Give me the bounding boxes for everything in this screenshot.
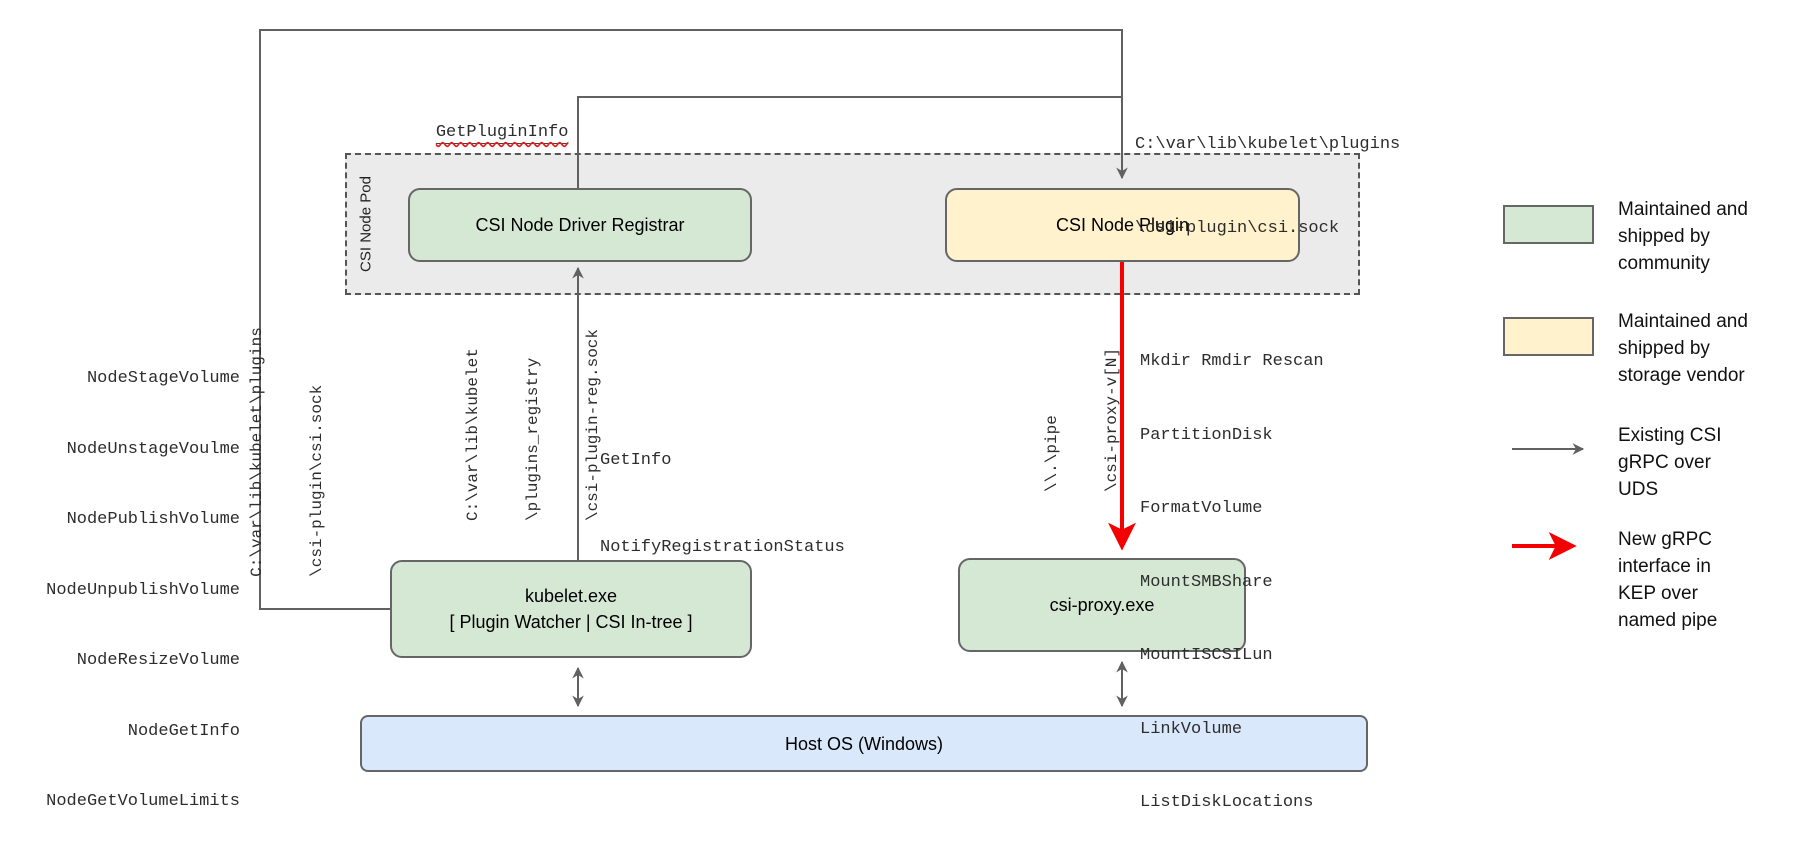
registry-sock-line1: C:\var\lib\kubelet xyxy=(464,348,482,522)
registrar-label: CSI Node Driver Registrar xyxy=(475,215,685,235)
node-operations-list: NodeStageVolume NodeUnstageVoulme NodePu… xyxy=(30,320,240,842)
registration-calls-label: GetInfo NotifyRegistrationStatus xyxy=(600,388,845,620)
node-op: NodePublishVolume xyxy=(66,510,240,529)
legend-line: gRPC over xyxy=(1618,452,1711,473)
csi-sock-path-line2: \csi-plugin\csi.sock xyxy=(1135,219,1340,238)
getinfo-text: GetInfo xyxy=(600,451,672,470)
csi-proxy-operations-list: Mkdir Rmdir Rescan PartitionDisk FormatV… xyxy=(1140,301,1324,842)
legend-line: New gRPC xyxy=(1618,529,1712,550)
pipe-line2: \csi-proxy-v[N] xyxy=(1103,347,1121,493)
proxy-op: MountISCSILun xyxy=(1140,646,1273,665)
proxy-op: FormatVolume xyxy=(1140,499,1263,518)
proxy-op: PartitionDisk xyxy=(1140,425,1273,445)
legend-line: shipped by xyxy=(1618,338,1710,359)
kubelet-box: kubelet.exe [ Plugin Watcher | CSI In-tr… xyxy=(390,560,752,658)
csi-node-pod-label: CSI Node Pod xyxy=(357,176,375,272)
legend-line: Maintained and xyxy=(1618,311,1748,332)
host-os-label: Host OS (Windows) xyxy=(784,733,944,754)
proxy-op: Mkdir Rmdir Rescan xyxy=(1140,352,1324,371)
registry-sock-line2: \plugins_registry xyxy=(524,357,542,522)
registry-sock-line3: \csi-plugin-reg.sock xyxy=(584,328,602,522)
csi-sock-path-line1: C:\var\lib\kubelet\plugins xyxy=(1135,135,1401,154)
node-op: NodeUnpublishVolume xyxy=(46,580,240,600)
node-op: NodeResizeVolume xyxy=(76,651,240,670)
csi-proxy-box: csi-proxy.exe xyxy=(958,558,1246,652)
proxy-op: ListDiskLocations xyxy=(1140,793,1314,812)
legend-named-pipe-text: New gRPC interface in KEP over named pip… xyxy=(1618,526,1717,634)
kubelet-label-line1: kubelet.exe xyxy=(524,586,618,606)
legend-line: named pipe xyxy=(1618,610,1718,631)
csi-sock-path-label: C:\var\lib\kubelet\plugins \csi-plugin\c… xyxy=(1135,75,1400,299)
legend-community-swatch xyxy=(1503,205,1594,244)
node-op: NodeStageVolume xyxy=(86,369,240,388)
proxy-op: LinkVolume xyxy=(1140,719,1243,739)
node-op: NodeUnstageVoulme xyxy=(66,439,240,459)
pipe-line1: \\.\pipe xyxy=(1043,415,1061,493)
legend-line: UDS xyxy=(1618,479,1659,500)
legend-line: KEP over xyxy=(1618,583,1698,604)
host-os-box: Host OS (Windows) xyxy=(360,715,1368,772)
get-plugin-info-text: GetPluginInfo xyxy=(435,122,569,144)
legend-line: community xyxy=(1618,253,1710,274)
legend-uds-text: Existing CSI gRPC over UDS xyxy=(1618,422,1721,503)
plugin-label: CSI Node Plugin xyxy=(1055,215,1190,235)
kubelet-label-line2: [ Plugin Watcher | CSI In-tree ] xyxy=(449,612,693,632)
csi-proxy-label: csi-proxy.exe xyxy=(1049,595,1155,615)
csi-node-driver-registrar-box: CSI Node Driver Registrar xyxy=(408,188,752,262)
named-pipe-rotated-label: \\.\pipe \csi-proxy-v[N] xyxy=(1002,348,1162,492)
legend-vendor-text: Maintained and shipped by storage vendor xyxy=(1618,308,1748,389)
legend-line: Existing CSI xyxy=(1618,425,1722,446)
kubelet-to-plugin-uds-line xyxy=(259,29,1128,610)
csi-sock-rot-line2: \csi-plugin\csi.sock xyxy=(308,384,326,577)
node-op: NodeGetVolumeLimits xyxy=(46,792,240,811)
legend-community-text: Maintained and shipped by community xyxy=(1618,196,1748,277)
legend-line: interface in xyxy=(1618,556,1711,577)
proxy-op: MountSMBShare xyxy=(1140,572,1273,592)
get-plugin-info-label: GetPluginInfo xyxy=(395,96,569,170)
legend-line: storage vendor xyxy=(1618,365,1745,386)
legend-line: Maintained and xyxy=(1618,199,1748,220)
legend-vendor-swatch xyxy=(1503,317,1594,356)
csi-sock-rot-line1: C:\var\lib\kubelet\plugins xyxy=(248,327,266,577)
notify-registration-status-text: NotifyRegistrationStatus xyxy=(600,538,845,557)
node-op: NodeGetInfo xyxy=(127,721,240,741)
csi-node-plugin-box: CSI Node Plugin xyxy=(945,188,1300,262)
registry-sock-rotated-label: C:\var\lib\kubelet \plugins_registry \cs… xyxy=(423,329,643,521)
legend-line: shipped by xyxy=(1618,226,1710,247)
registrar-getplugininfo-line xyxy=(577,96,1122,188)
